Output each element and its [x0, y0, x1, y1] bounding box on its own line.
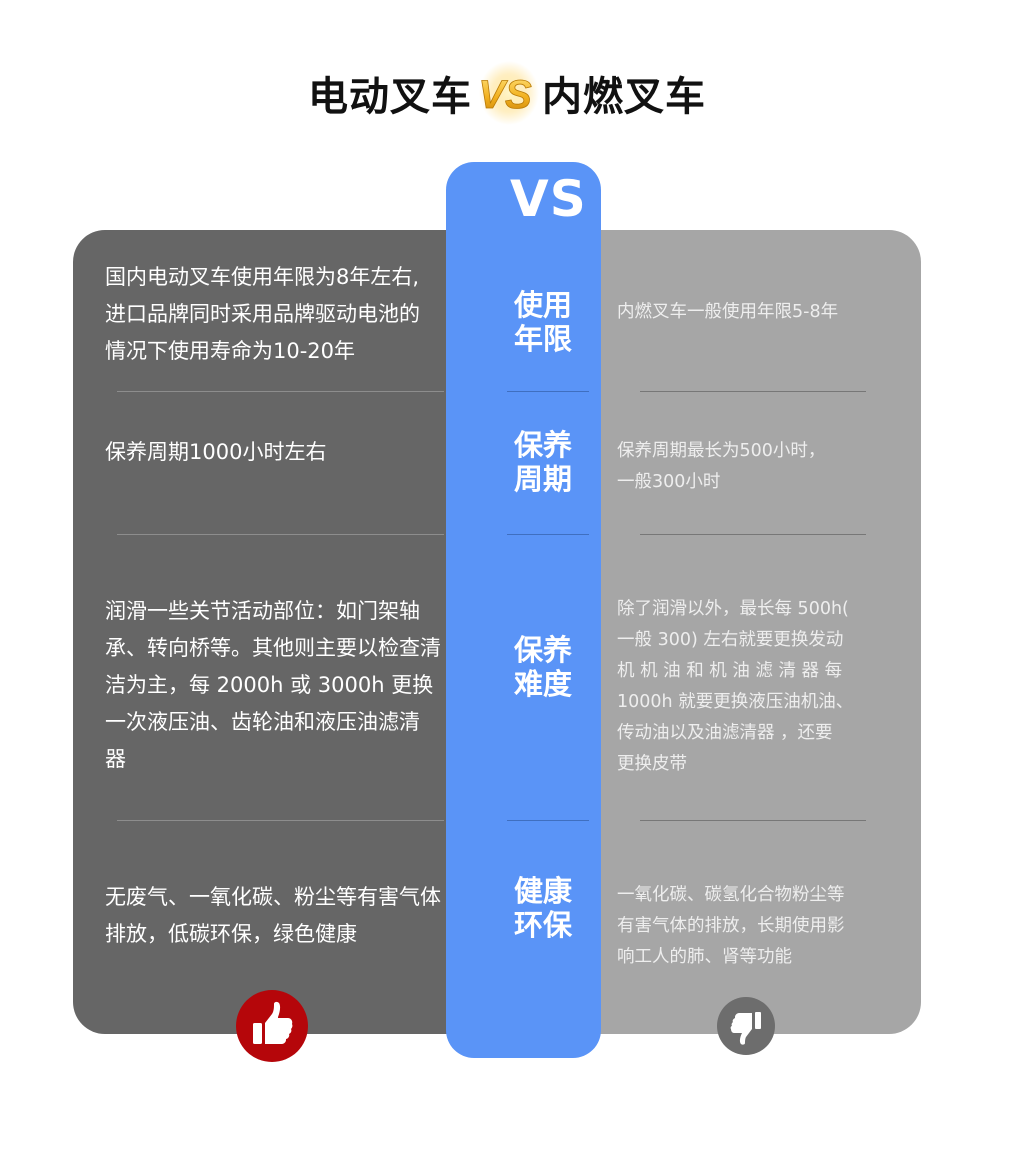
- text-line: 排放，低碳环保，绿色健康: [105, 922, 357, 946]
- svg-text:VS: VS: [478, 73, 532, 117]
- category-maintenance-difficulty: 保养 难度: [446, 633, 714, 701]
- text-line: 保养周期最长为500小时，: [617, 441, 826, 461]
- category-line: 健康: [514, 874, 573, 908]
- divider: [117, 820, 444, 821]
- category-line: 使用: [514, 288, 573, 322]
- vs-gold-icon: VS: [478, 61, 539, 125]
- text-line: 进口品牌同时采用品牌驱动电池的: [105, 302, 420, 326]
- text-line: 保养周期1000小时左右: [105, 440, 327, 464]
- category-line: 难度: [514, 667, 573, 701]
- divider: [507, 534, 589, 535]
- text-line: 一氧化碳、碳氢化合物粉尘等: [617, 885, 845, 905]
- combustion-service-life-text: 内燃叉车一般使用年限5-8年: [617, 297, 875, 328]
- text-line: 内燃叉车一般使用年限5-8年: [617, 302, 839, 322]
- divider: [117, 391, 444, 392]
- electric-service-life-text: 国内电动叉车使用年限为8年左右, 进口品牌同时采用品牌驱动电池的 情况下使用寿命…: [105, 259, 470, 370]
- text-line: 一次液压油、齿轮油和液压油滤清: [105, 710, 420, 734]
- category-column: [446, 162, 601, 1058]
- text-line: 机 机 油 和 机 油 滤 清 器 每: [617, 661, 843, 681]
- category-line: 保养: [514, 633, 573, 667]
- combustion-maintenance-difficulty-text: 除了润滑以外，最长每 500h( 一般 300) 左右就要更换发动 机 机 油 …: [617, 594, 875, 780]
- combustion-maintenance-cycle-text: 保养周期最长为500小时， 一般300小时: [617, 436, 875, 498]
- electric-panel: [73, 230, 493, 1034]
- text-line: 洁为主，每 2000h 或 3000h 更换: [105, 673, 434, 697]
- category-service-life: 使用 年限: [446, 288, 714, 356]
- category-line: 年限: [514, 322, 573, 356]
- text-line: 有害气体的排放，长期使用影: [617, 916, 845, 936]
- category-line: 周期: [514, 462, 573, 496]
- title-combustion: 内燃叉车: [542, 74, 706, 120]
- category-maintenance-cycle: 保养 周期: [446, 428, 714, 496]
- electric-maintenance-difficulty-text: 润滑一些关节活动部位：如门架轴 承、转向桥等。其他则主要以检查清 洁为主，每 2…: [105, 593, 470, 778]
- title-electric: 电动叉车: [308, 74, 472, 120]
- thumbs-down-icon: [717, 997, 775, 1055]
- text-line: 国内电动叉车使用年限为8年左右,: [105, 265, 420, 289]
- text-line: 更换皮带: [617, 754, 687, 774]
- electric-maintenance-cycle-text: 保养周期1000小时左右: [105, 434, 470, 471]
- divider: [640, 534, 866, 535]
- text-line: 一般 300) 左右就要更换发动: [617, 630, 844, 650]
- category-health-environment: 健康 环保: [446, 874, 714, 942]
- divider: [640, 391, 866, 392]
- combustion-panel: [560, 230, 921, 1034]
- text-line: 除了润滑以外，最长每 500h(: [617, 599, 849, 619]
- text-line: 情况下使用寿命为10-20年: [105, 339, 356, 363]
- text-line: 承、转向桥等。其他则主要以检查清: [105, 636, 441, 660]
- text-line: 润滑一些关节活动部位：如门架轴: [105, 599, 420, 623]
- divider: [507, 820, 589, 821]
- vs-badge: VS: [474, 58, 540, 128]
- category-line: 保养: [514, 428, 573, 462]
- divider: [117, 534, 444, 535]
- text-line: 1000h 就要更换液压油机油、: [617, 692, 854, 712]
- category-line: 环保: [514, 908, 573, 942]
- vs-label: VS: [510, 170, 587, 228]
- page-title: 电动叉车 VS 内燃叉车: [0, 58, 1014, 128]
- text-line: 一般300小时: [617, 472, 721, 492]
- combustion-health-text: 一氧化碳、碳氢化合物粉尘等 有害气体的排放，长期使用影 响工人的肺、肾等功能: [617, 880, 875, 973]
- electric-health-text: 无废气、一氧化碳、粉尘等有害气体 排放，低碳环保，绿色健康: [105, 879, 470, 953]
- divider: [507, 391, 589, 392]
- text-line: 无废气、一氧化碳、粉尘等有害气体: [105, 885, 441, 909]
- thumbs-up-icon: [236, 990, 308, 1062]
- divider: [640, 820, 866, 821]
- text-line: 器: [105, 747, 126, 771]
- text-line: 响工人的肺、肾等功能: [617, 947, 792, 967]
- text-line: 传动油以及油滤清器 ，还要: [617, 723, 833, 743]
